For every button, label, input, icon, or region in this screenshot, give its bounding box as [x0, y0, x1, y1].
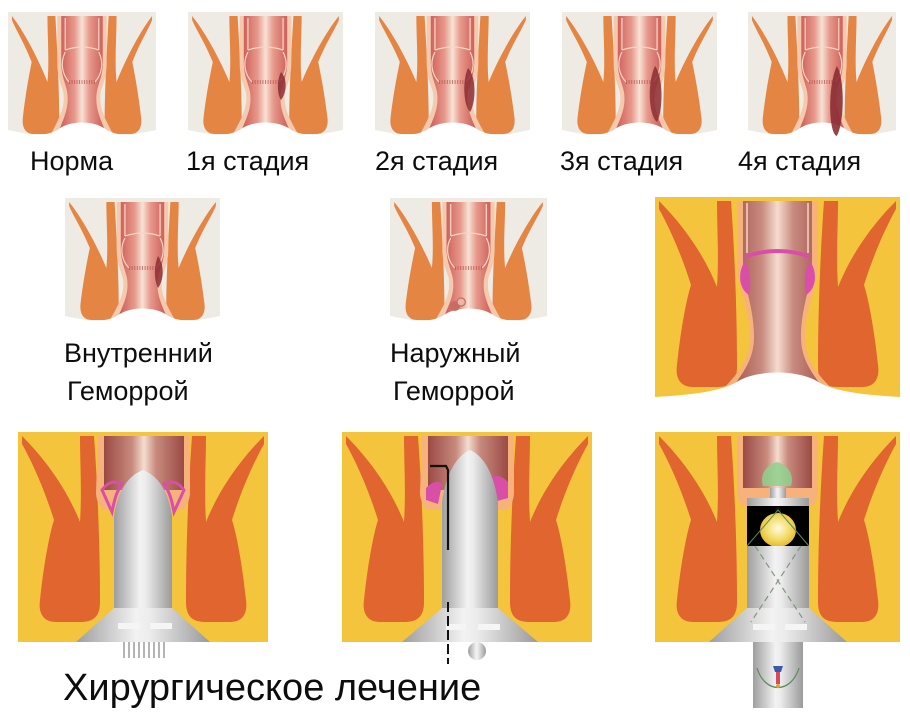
external-line2: Геморрой	[393, 375, 515, 406]
hemorrhoid	[277, 72, 286, 100]
external-hemorrhoid-panel	[390, 198, 547, 328]
stage-panel-2	[375, 12, 530, 142]
internal-line1: Внутренний	[64, 338, 213, 368]
stage-label-4: 4я стадия	[738, 146, 862, 176]
stapler-device-panel	[18, 432, 268, 658]
internal-line2: Геморрой	[67, 375, 189, 406]
stage-panel-normal	[8, 12, 156, 142]
surgical-treatment-caption: Хирургическое лечение	[63, 667, 482, 709]
stage-label-normal: Норма	[30, 146, 114, 176]
stage-label-3: 3я стадия	[560, 146, 684, 176]
external-hemorrhoid-label: Наружный Геморрой	[390, 335, 521, 411]
ligation-device-panel	[342, 432, 592, 672]
external-line1: Наружный	[390, 338, 521, 368]
stage-panel-3	[562, 12, 717, 142]
stage-panel-1	[188, 12, 343, 142]
stage-label-1: 1я стадия	[186, 146, 310, 176]
surgery-anatomy-panel	[655, 197, 900, 407]
stage-label-2: 2я стадия	[375, 146, 499, 176]
doppler-device-panel	[655, 432, 900, 708]
stage-panel-4	[748, 12, 896, 142]
internal-hemorrhoid-label: Внутренний Геморрой	[64, 335, 213, 411]
internal-hemorrhoid-panel	[65, 198, 220, 328]
